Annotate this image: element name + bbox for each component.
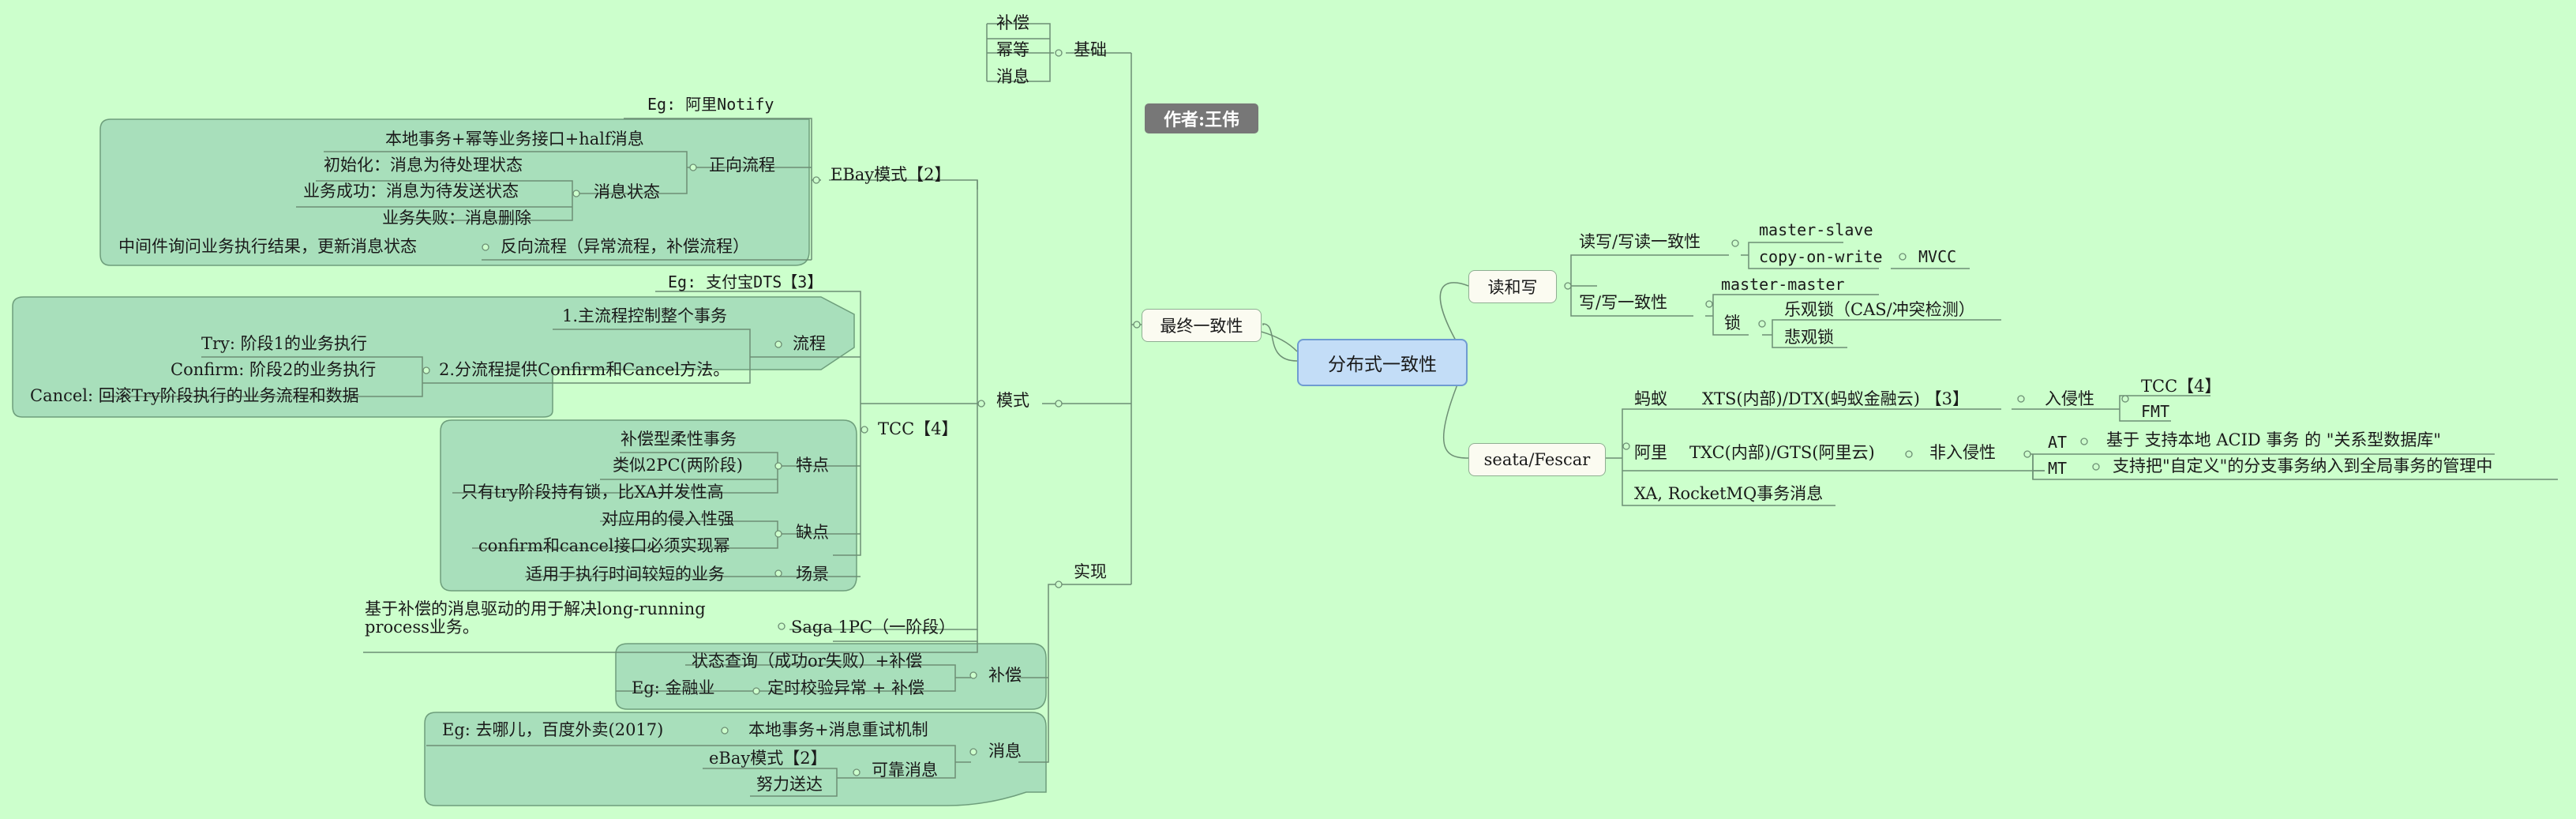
saga-node[interactable]: Saga 1PC（一阶段） [791, 618, 956, 637]
reliable-msg-item: 努力送达 [756, 775, 823, 794]
impl-msg-node[interactable]: 消息 [988, 742, 1022, 761]
tcc-scene-node[interactable]: 场景 [796, 565, 829, 584]
root-topic[interactable]: 分布式一致性 [1297, 339, 1468, 386]
basic-item: 幂等 [996, 40, 1029, 59]
intrusive-node[interactable]: 入侵性 [2045, 389, 2094, 408]
tcc-sub-item: Try: 阶段1的业务执行 [201, 334, 368, 353]
tcc-feature-item: 补偿型柔性事务 [621, 430, 737, 449]
rw-item: copy-on-write [1759, 247, 1883, 266]
tcc-sub-item: Cancel: 回滚Try阶段执行的业务流程和数据 [30, 386, 359, 405]
reverse-flow-desc: 中间件询问业务执行结果，更新消息状态 [118, 237, 417, 256]
impl-comp-node[interactable]: 补偿 [988, 666, 1022, 685]
tcc-eg: Eg: 支付宝DTS【3】 [668, 272, 823, 291]
ant-xts: XTS(内部)/DTX(蚂蚁金融云) 【3】 [1702, 389, 1970, 408]
tcc-flow-group-bg [12, 296, 855, 418]
impl-node[interactable]: 实现 [1074, 562, 1107, 581]
forward-flow-node[interactable]: 正向流程 [709, 156, 775, 175]
mvcc-node: MVCC [1918, 247, 1957, 266]
impl-comp-item: 定时校验异常 + 补偿 [767, 678, 924, 697]
xa-node: XA, RocketMQ事务消息 [1634, 484, 1824, 503]
read-write-node[interactable]: 读和写 [1468, 270, 1557, 303]
tcc-cons-item: confirm和cancel接口必须实现幂 [478, 536, 730, 555]
reliable-msg-item: eBay模式【2】 [709, 749, 827, 768]
nonintrusive-node[interactable]: 非入侵性 [1929, 443, 1996, 462]
ali-txc: TXC(内部)/GTS(阿里云) [1689, 443, 1875, 462]
ww-consistency-node[interactable]: 写/写一致性 [1579, 293, 1668, 312]
lock-item: 悲观锁 [1784, 328, 1834, 347]
at-desc: 基于 支持本地 ACID 事务 的 "关系型数据库" [2106, 430, 2442, 449]
tcc-feature-item: 类似2PC(两阶段) [613, 456, 743, 475]
basic-node[interactable]: 基础 [1074, 40, 1107, 59]
tcc-feature-item: 只有try阶段持有锁，比XA并发性高 [461, 483, 724, 502]
impl-msg-eg: Eg: 去哪儿，百度外卖(2017) [442, 720, 664, 739]
message-state-item: 初始化：消息为待处理状态 [324, 156, 523, 175]
ant-label: 蚂蚁 [1634, 389, 1667, 408]
mode-node[interactable]: 模式 [996, 391, 1029, 410]
tcc-cons-item: 对应用的侵入性强 [602, 509, 734, 528]
message-state-node[interactable]: 消息状态 [594, 182, 660, 201]
reliable-msg-node[interactable]: 可靠消息 [872, 761, 938, 780]
comp-group-bg [615, 643, 1047, 710]
seata-node[interactable]: seata/Fescar [1468, 443, 1606, 476]
lock-item: 乐观锁（CAS/冲突检测） [1784, 300, 1975, 319]
lock-node[interactable]: 锁 [1724, 314, 1741, 332]
ebay-group-bg [99, 118, 810, 266]
eventual-consistency-node[interactable]: 最终一致性 [1142, 309, 1262, 342]
tcc-flow-node[interactable]: 流程 [793, 334, 826, 353]
impl-msg-local: 本地事务+消息重试机制 [748, 720, 928, 739]
saga-desc: 基于补偿的消息驱动的用于解决long-running [365, 599, 706, 618]
ali-label: 阿里 [1634, 443, 1667, 462]
reverse-flow-node[interactable]: 反向流程（异常流程，补偿流程） [501, 237, 749, 256]
tcc-flow-item: 1.主流程控制整个事务 [562, 306, 728, 325]
message-state-item: 业务失败：消息删除 [382, 209, 531, 227]
author-label: 作者:王伟 [1145, 103, 1258, 133]
basic-item: 补偿 [996, 13, 1029, 32]
intrusive-item: TCC【4】 [2141, 377, 2222, 396]
msg-group-bg [424, 712, 1047, 806]
forward-local: 本地事务+幂等业务接口+half消息 [385, 130, 644, 148]
intrusive-item: FMT [2141, 402, 2170, 421]
ebay-eg: Eg: 阿里Notify [647, 95, 774, 114]
saga-desc: process业务。 [365, 618, 479, 637]
tcc-features-node[interactable]: 特点 [796, 456, 829, 475]
ebay-node[interactable]: EBay模式【2】 [831, 165, 951, 184]
rw-item: master-slave [1759, 220, 1873, 239]
tcc-sub-item: Confirm: 阶段2的业务执行 [171, 360, 377, 379]
message-state-item: 业务成功：消息为待发送状态 [303, 182, 519, 201]
rw-consistency-node[interactable]: 读写/写读一致性 [1579, 232, 1701, 251]
mt-desc: 支持把"自定义"的分支事务纳入到全局事务的管理中 [2113, 456, 2493, 475]
impl-comp-item: 状态查询（成功or失败）+补偿 [692, 652, 923, 671]
tcc-scene-item: 适用于执行时间较短的业务 [526, 565, 725, 584]
tcc-cons-node[interactable]: 缺点 [796, 523, 829, 542]
ww-master-master: master-master [1721, 275, 1845, 294]
basic-item: 消息 [996, 67, 1029, 86]
mt-node: MT [2048, 459, 2068, 478]
impl-comp-eg: Eg: 金融业 [632, 678, 715, 697]
at-node: AT [2048, 433, 2068, 452]
tcc-flow-item: 2.分流程提供Confirm和Cancel方法。 [439, 360, 730, 379]
tcc-node[interactable]: TCC【4】 [878, 419, 958, 438]
